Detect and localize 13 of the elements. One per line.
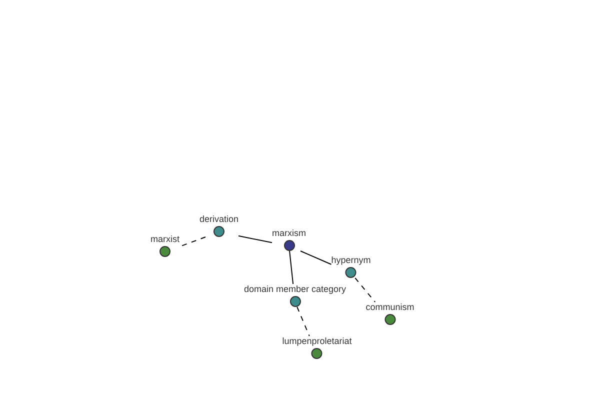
node-label: communism bbox=[366, 302, 414, 312]
dashed-line bbox=[296, 306, 310, 336]
dashed-line bbox=[179, 236, 206, 248]
connector-line bbox=[238, 235, 272, 244]
dashed-line bbox=[354, 278, 376, 302]
connector-line bbox=[300, 250, 332, 265]
node-label: marxism bbox=[272, 228, 306, 238]
node-label: domain member category bbox=[244, 284, 346, 294]
node-label: lumpenproletariat bbox=[282, 336, 352, 346]
node-label: marxist bbox=[150, 234, 180, 244]
connector-line bbox=[289, 250, 294, 284]
node-label: derivation bbox=[199, 214, 239, 224]
node-label: hypernym bbox=[331, 255, 371, 265]
